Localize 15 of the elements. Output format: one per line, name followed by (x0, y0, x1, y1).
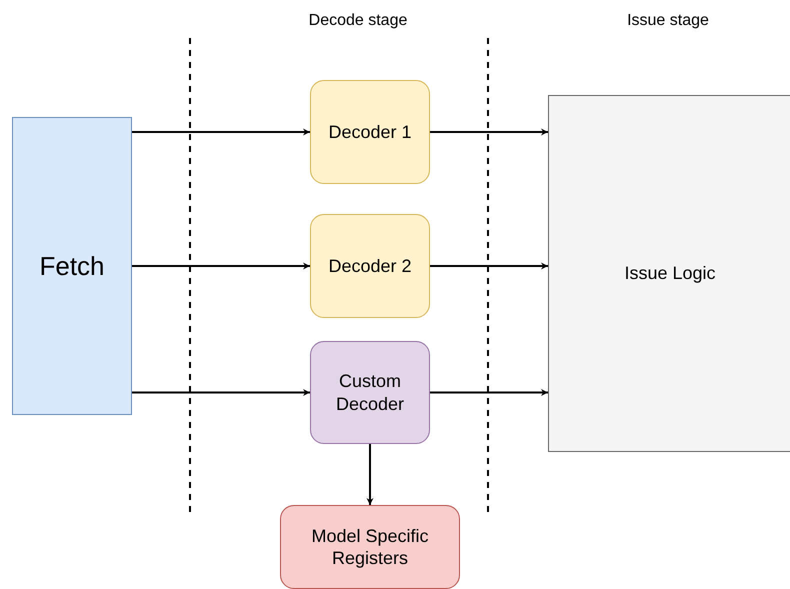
arrow (430, 389, 548, 396)
stage-label: Decode stage (308, 12, 408, 30)
process-box: Decoder 1 (310, 80, 430, 184)
arrow (132, 389, 310, 396)
arrow (366, 444, 374, 505)
process-box: Fetch (12, 117, 132, 415)
process-box: Issue Logic (548, 95, 790, 452)
process-box: Custom Decoder (310, 341, 430, 444)
arrow (132, 262, 310, 270)
arrow (132, 128, 310, 136)
process-box: Decoder 2 (310, 214, 430, 318)
stage-label: Issue stage (627, 12, 709, 30)
arrow (430, 128, 548, 136)
process-box: Model Specific Registers (280, 505, 460, 589)
arrow (430, 262, 548, 270)
